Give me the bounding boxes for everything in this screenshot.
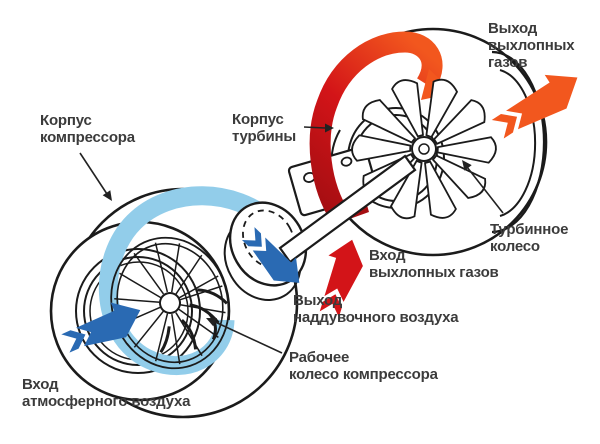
label-turbine-wheel: Турбинное колесо [490, 221, 569, 255]
charge-air-swirl-band [98, 186, 279, 376]
pointer-turbine-housing [303, 123, 334, 133]
exhaust-outlet-arrow [491, 74, 578, 139]
label-exhaust-outlet: Выход выхлопных газов [488, 20, 575, 71]
label-air-inlet: Вход атмосферного воздуха [22, 376, 191, 410]
pointer-compressor-housing [79, 152, 112, 201]
label-charge-air-outlet: Выход наддувочного воздуха [293, 292, 459, 326]
label-turbine-housing: Корпус турбины [232, 111, 296, 145]
exhaust-inlet-arrow [319, 239, 363, 318]
pointer-compressor-wheel [206, 318, 283, 354]
air-inlet-arrow [61, 302, 141, 353]
label-exhaust-inlet: Вход выхлопных газов [369, 247, 499, 281]
label-compressor-wheel: Рабочее колесо компрессора [289, 349, 438, 383]
pointer-turbine-wheel [462, 160, 504, 214]
shaft-drawing [278, 154, 417, 264]
charge-air-outlet-arrow [241, 227, 300, 283]
label-compressor-housing: Корпус компрессора [40, 112, 135, 146]
